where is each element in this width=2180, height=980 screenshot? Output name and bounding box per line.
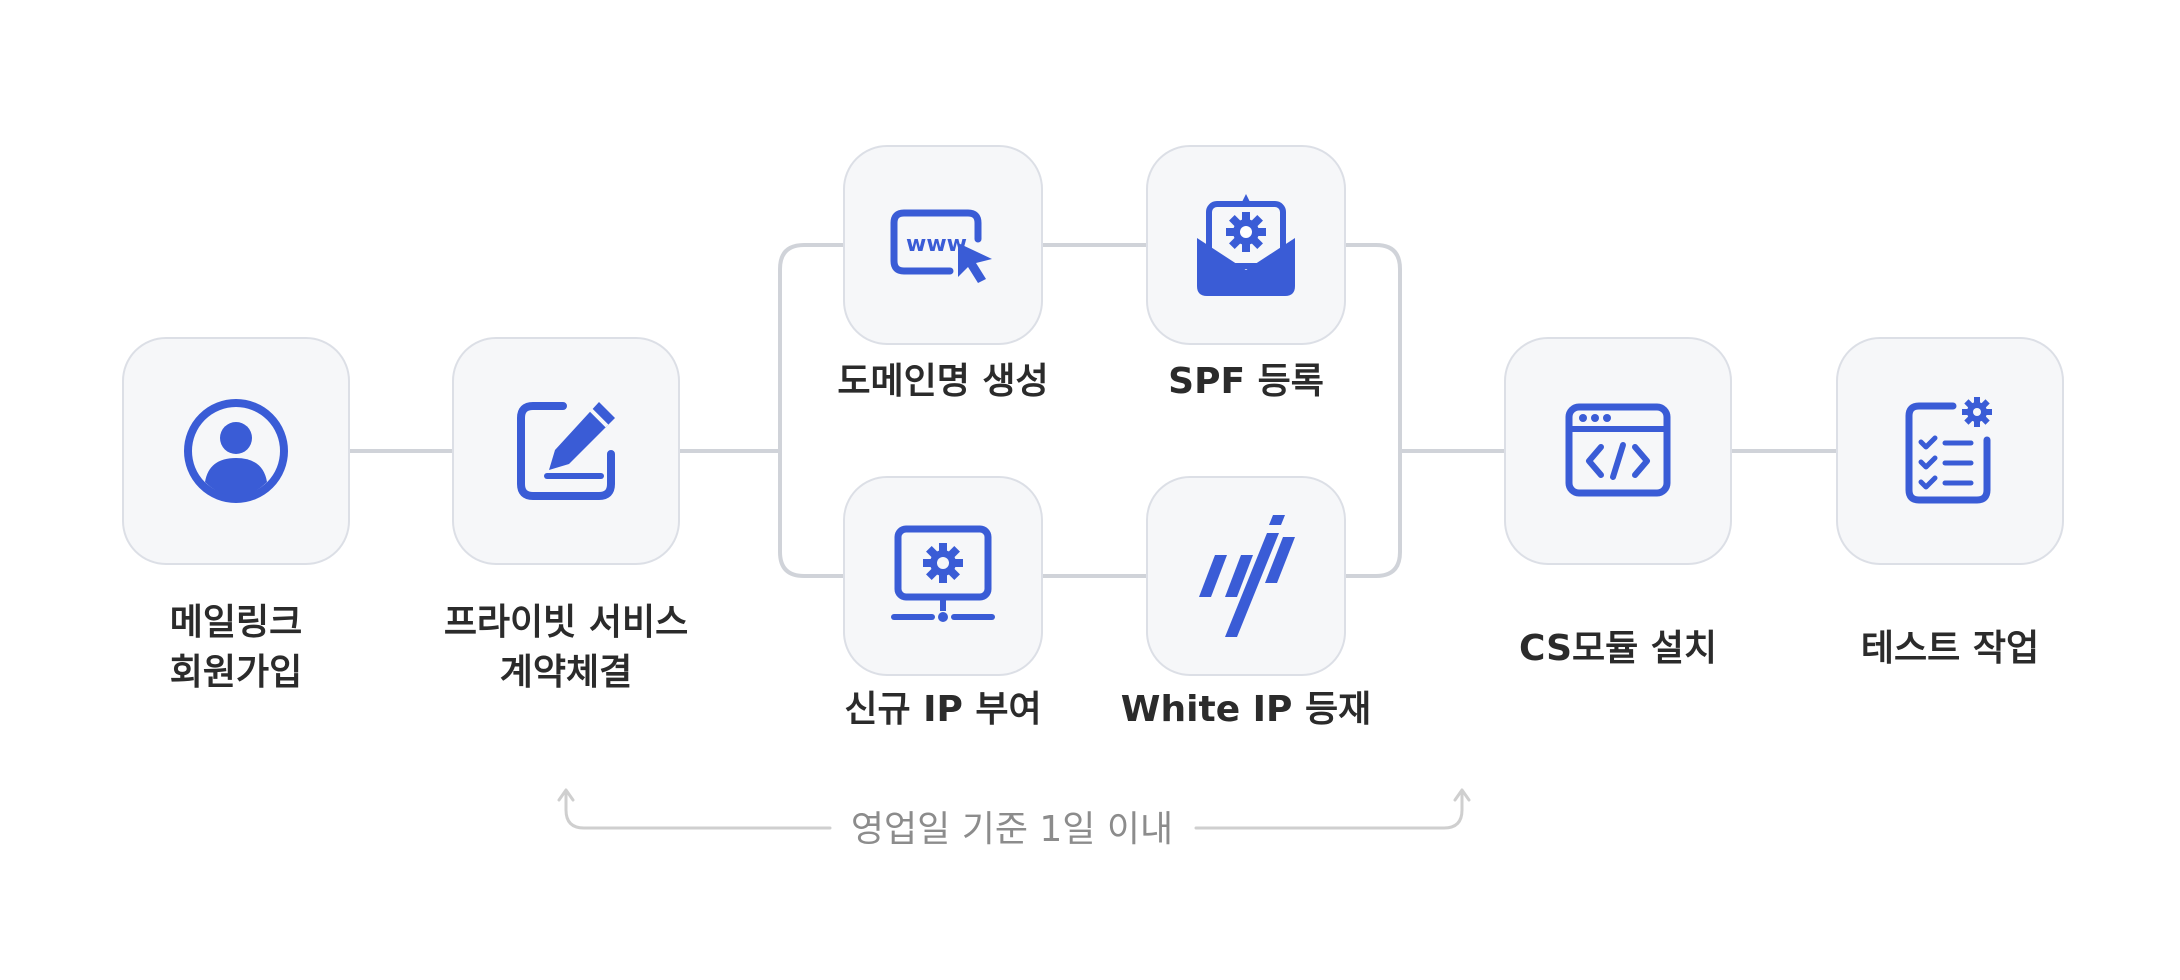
step-domain-box: www bbox=[843, 145, 1043, 345]
step-whitelist-label: White IP 등재 bbox=[1120, 689, 1372, 730]
step-new-ip-box bbox=[843, 476, 1043, 676]
duration-bracket-right bbox=[1194, 790, 1464, 830]
svg-text:www: www bbox=[906, 232, 967, 257]
step-signup-box bbox=[122, 337, 350, 565]
slash-lines-icon bbox=[1199, 515, 1295, 637]
step-contract-label-line2: 계약체결 bbox=[499, 652, 633, 693]
step-signup-label-line1: 메일링크 bbox=[169, 602, 303, 643]
connector-branch-right bbox=[1344, 243, 1402, 578]
checklist-gear-icon bbox=[1905, 397, 1992, 504]
step-test-box bbox=[1836, 337, 2064, 565]
step-spf-label: SPF 등록 bbox=[1168, 361, 1324, 402]
duration-note: 영업일 기준 1일 이내 bbox=[836, 800, 1188, 852]
duration-bracket-left bbox=[564, 790, 832, 830]
step-contract-label: 프라이빗 서비스 계약체결 bbox=[444, 598, 688, 698]
step-cs-module-box bbox=[1504, 337, 1732, 565]
www-cursor-icon: www bbox=[890, 209, 992, 283]
step-signup-label-line2: 회원가입 bbox=[169, 652, 303, 693]
duration-arrow-right-head bbox=[1453, 788, 1471, 802]
step-test-label: 테스트 작업 bbox=[1860, 628, 2040, 669]
step-signup-label: 메일링크 회원가입 bbox=[170, 598, 302, 698]
mail-gear-icon bbox=[1197, 194, 1295, 296]
step-whitelist-box bbox=[1146, 476, 1346, 676]
edit-pen-icon bbox=[517, 402, 615, 500]
step-new-ip-label: 신규 IP 부여 bbox=[844, 689, 1042, 730]
step-contract-label-line1: 프라이빗 서비스 bbox=[443, 602, 689, 643]
code-window-icon bbox=[1565, 403, 1671, 497]
step-contract-box bbox=[452, 337, 680, 565]
step-cs-module-label: CS모듈 설치 bbox=[1518, 628, 1718, 669]
step-domain-label: 도메인명 생성 bbox=[837, 361, 1049, 402]
user-circle-icon bbox=[184, 399, 288, 503]
duration-arrow-left-head bbox=[557, 788, 575, 802]
connector-branch-left bbox=[778, 243, 845, 578]
step-spf-box bbox=[1146, 145, 1346, 345]
monitor-gear-icon bbox=[891, 525, 995, 622]
